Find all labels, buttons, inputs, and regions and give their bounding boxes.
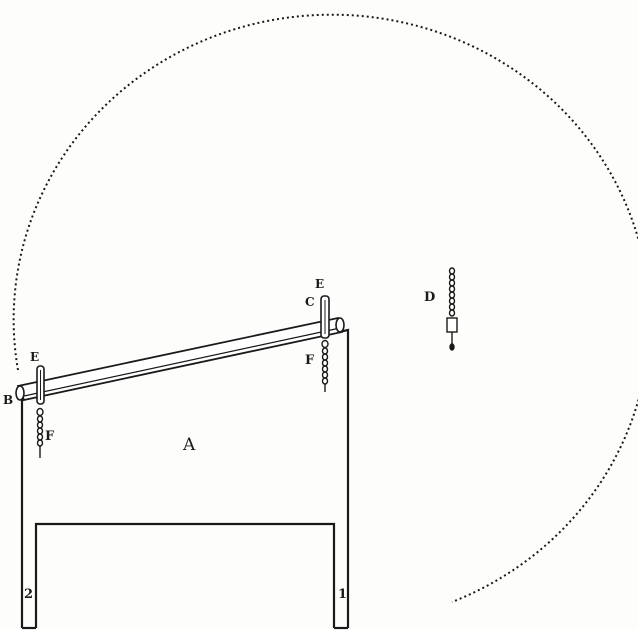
label-a: A	[182, 435, 196, 455]
bar-body	[16, 316, 344, 402]
right-upright	[320, 295, 330, 339]
bar-mid-line	[23, 327, 341, 397]
label-e-right: E	[315, 277, 324, 291]
frame-inner	[34, 522, 336, 628]
label-f-left: F	[45, 429, 55, 444]
left-upright	[36, 365, 45, 405]
right-chain	[321, 339, 329, 392]
free-chain-d	[446, 267, 458, 351]
bar-end-right	[335, 317, 345, 333]
label-c: C	[305, 295, 315, 309]
label-f-right: F	[305, 353, 315, 368]
left-chain	[36, 407, 44, 458]
slanted-bar	[15, 316, 345, 402]
label-b: B	[3, 393, 13, 407]
dotted-arc	[12, 13, 638, 603]
chain-d-weight	[446, 317, 458, 333]
label-d: D	[424, 290, 435, 305]
label-e-left: E	[30, 350, 39, 364]
label-leg-right: 1	[338, 587, 347, 602]
label-leg-left: 2	[24, 587, 33, 602]
bar-end-left	[15, 385, 25, 401]
